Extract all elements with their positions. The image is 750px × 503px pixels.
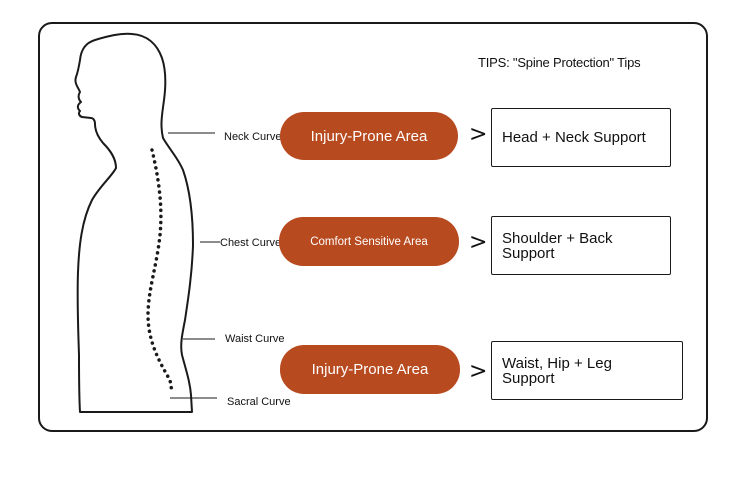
sacral-curve-label: Sacral Curve <box>227 396 291 408</box>
neck-curve-label: Neck Curve <box>224 131 282 143</box>
support-label: Waist, Hip + Leg Support <box>502 354 612 387</box>
waist-curve-label: Waist Curve <box>225 333 285 345</box>
arrow-icon: > <box>469 230 488 255</box>
support-label: Head + Neck Support <box>502 129 646 146</box>
support-box-waist-hip-leg: Waist, Hip + Leg Support <box>491 341 683 400</box>
support-box-head-neck: Head + Neck Support <box>491 108 671 167</box>
area-pill-injury-prone-neck: Injury-Prone Area <box>280 112 458 160</box>
arrow-icon: > <box>469 122 488 147</box>
support-label: Shoulder + Back Support <box>502 229 613 262</box>
arrow-icon: > <box>469 359 488 384</box>
diagram-frame <box>38 22 708 432</box>
tips-title: TIPS: "Spine Protection" Tips <box>478 55 641 70</box>
area-pill-comfort-sensitive: Comfort Sensitive Area <box>279 217 459 266</box>
area-pill-injury-prone-waist: Injury-Prone Area <box>280 345 460 394</box>
spine-dotted-line <box>146 148 174 394</box>
body-outline <box>74 32 194 413</box>
support-box-shoulder-back: Shoulder + Back Support <box>491 216 671 275</box>
chest-curve-label: Chest Curve <box>220 237 282 249</box>
